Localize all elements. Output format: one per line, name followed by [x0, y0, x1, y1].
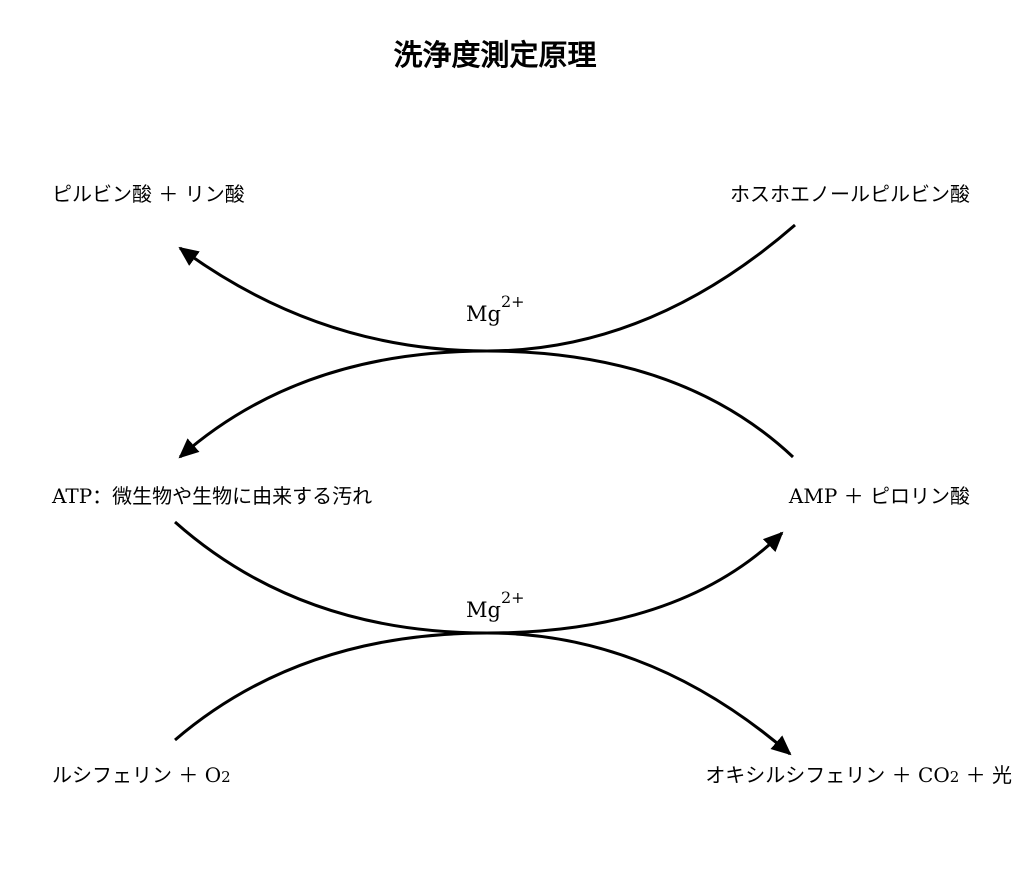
light-text: ＋ 光	[959, 763, 1012, 787]
arrow-luciferin-to-oxyluciferin	[174, 631, 792, 756]
subscript: 2	[221, 768, 231, 786]
label-pyruvate-phosphate: ピルビン酸 ＋ リン酸	[52, 182, 245, 206]
mg-symbol: Mg	[466, 598, 501, 622]
mg-charge: 2+	[500, 292, 525, 311]
diagram-title: 洗浄度測定原理	[393, 38, 597, 72]
label-atp: ATP：微生物や生物に由来する汚れ	[52, 484, 373, 508]
oxyluciferin-text: オキシルシフェリン ＋ CO	[705, 763, 950, 787]
catalyst-mg-bottom: Mg2+	[466, 588, 525, 622]
label-luciferin-o2: ルシフェリン ＋ O2	[52, 765, 231, 785]
label-amp-pyrophosphate: AMP ＋ ピロリン酸	[788, 484, 970, 508]
arrow-amp-to-atp	[178, 349, 795, 459]
subscript: 2	[949, 768, 960, 786]
label-oxyluciferin-co2-light: オキシルシフェリン ＋ CO2 ＋ 光	[705, 765, 1012, 785]
label-phosphoenolpyruvate: ホスホエノールピルビン酸	[730, 182, 970, 206]
mg-symbol: Mg	[466, 302, 501, 326]
arrow-pep-to-pyruvate	[178, 223, 796, 353]
luciferin-text: ルシフェリン ＋ O	[52, 763, 222, 787]
mg-charge: 2+	[500, 588, 525, 607]
catalyst-mg-top: Mg2+	[466, 292, 525, 326]
